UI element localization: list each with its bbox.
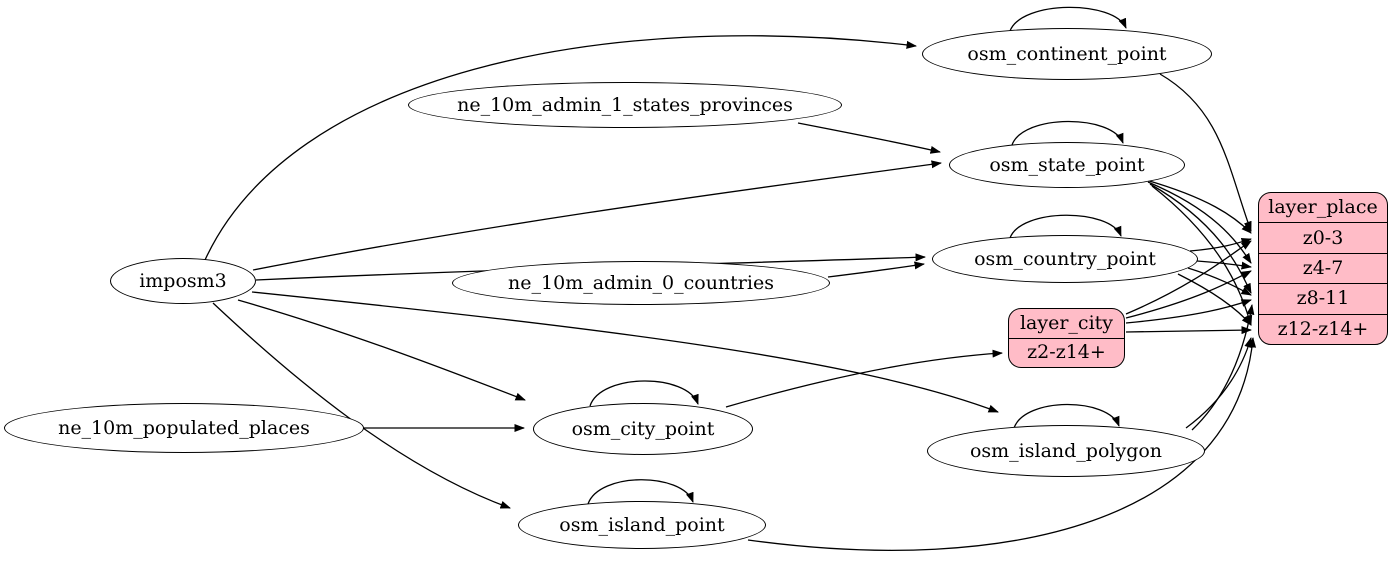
record-layer_city: layer_city z2-z14+ xyxy=(1008,308,1125,368)
edge-layer_city-layer_place-z8-11 xyxy=(1125,299,1252,324)
record-row-label: z4-7 xyxy=(1302,257,1344,280)
node-osm_city_point: osm_city_point xyxy=(533,403,753,455)
node-label: osm_island_point xyxy=(559,513,725,536)
node-label: ne_10m_admin_1_states_provinces xyxy=(457,93,793,116)
node-osm_country_point: osm_country_point xyxy=(932,235,1198,283)
node-ne_10m_admin_0_countries: ne_10m_admin_0_countries xyxy=(452,261,830,305)
node-osm_island_point: osm_island_point xyxy=(518,501,766,549)
self-loop-osm_island_point xyxy=(587,479,694,505)
node-ne_10m_populated_places: ne_10m_populated_places xyxy=(4,403,364,453)
record-row-label: z8-11 xyxy=(1296,287,1350,310)
edge-osm_state_point-layer_place-z4-7 xyxy=(1147,181,1252,264)
node-label: osm_country_point xyxy=(974,247,1156,270)
record-row-z4-7: z4-7 xyxy=(1259,252,1387,283)
record-row-z0-3: z0-3 xyxy=(1259,222,1387,252)
edge-osm_state_point-layer_place-z0-3 xyxy=(1145,179,1252,234)
node-label: osm_state_point xyxy=(989,153,1145,176)
edge-osm_country_point-layer_place-z12-z14 xyxy=(1177,273,1252,326)
record-row-label: z2-z14+ xyxy=(1027,341,1106,364)
self-loop-osm_city_point xyxy=(589,380,699,407)
record-row-z8-11: z8-11 xyxy=(1259,283,1387,313)
edge-imposm3-osm_city_point xyxy=(237,299,526,401)
edge-osm_island_point-layer_place-z12-z14 xyxy=(747,337,1257,551)
node-label: osm_island_polygon xyxy=(969,439,1163,462)
edge-layer_city-layer_place-z0-3 xyxy=(1125,240,1252,315)
self-loop-osm_country_point xyxy=(1009,214,1122,239)
edge-layer_city-layer_place-z12-z14 xyxy=(1125,326,1252,335)
record-row-z2-z14: z2-z14+ xyxy=(1009,337,1124,368)
edge-osm_continent_point-layer_place-z0-3 xyxy=(1159,73,1252,232)
record-header-layer_city: layer_city xyxy=(1009,309,1124,338)
node-label: osm_city_point xyxy=(571,417,715,440)
node-imposm3: imposm3 xyxy=(110,258,256,304)
edge-osm_island_polygon-layer_place-z8-11 xyxy=(1191,304,1255,431)
record-header-layer_place: layer_place xyxy=(1259,193,1387,222)
edge-ne_10m_admin_1_states_provinces-osm_state_point xyxy=(797,122,941,154)
record-row-z12-z14: z12-z14+ xyxy=(1259,313,1387,344)
edge-ne_10m_admin_0_countries-osm_country_point xyxy=(827,261,925,278)
self-loop-osm_state_point xyxy=(1011,120,1124,146)
record-row-label: z0-3 xyxy=(1302,226,1344,249)
node-label: osm_continent_point xyxy=(967,42,1167,65)
self-loop-osm_continent_point xyxy=(1009,6,1127,32)
node-osm_island_polygon: osm_island_polygon xyxy=(927,425,1205,477)
edge-imposm3-osm_state_point xyxy=(252,160,942,271)
edge-osm_city_point-layer_city-z2-z14 xyxy=(725,349,1003,408)
node-ne_10m_admin_1_states_provinces: ne_10m_admin_1_states_provinces xyxy=(408,82,842,128)
edge-layer_city-layer_place-z4-7 xyxy=(1125,270,1252,319)
node-osm_continent_point: osm_continent_point xyxy=(922,28,1212,80)
node-label: ne_10m_populated_places xyxy=(58,416,310,439)
edge-osm_country_point-layer_place-z8-11 xyxy=(1187,267,1252,296)
node-label: ne_10m_admin_0_countries xyxy=(508,271,774,294)
edge-osm_island_polygon-layer_place-z12-z14 xyxy=(1185,337,1253,429)
record-title: layer_place xyxy=(1268,196,1378,219)
record-title: layer_city xyxy=(1019,311,1114,334)
node-osm_state_point: osm_state_point xyxy=(949,142,1185,188)
self-loop-osm_island_polygon xyxy=(1013,403,1120,429)
node-label: imposm3 xyxy=(139,269,227,292)
edge-osm_state_point-layer_place-z8-11 xyxy=(1149,183,1252,294)
edge-osm_country_point-layer_place-z0-3 xyxy=(1189,237,1252,252)
record-layer_place: layer_place z0-3 z4-7 z8-11 z12-z14+ xyxy=(1258,192,1388,345)
edge-imposm3-osm_continent_point xyxy=(204,35,917,261)
edge-osm_country_point-layer_place-z4-7 xyxy=(1196,260,1252,270)
record-row-label: z12-z14+ xyxy=(1277,317,1369,340)
edge-imposm3-osm_island_polygon xyxy=(251,291,999,413)
